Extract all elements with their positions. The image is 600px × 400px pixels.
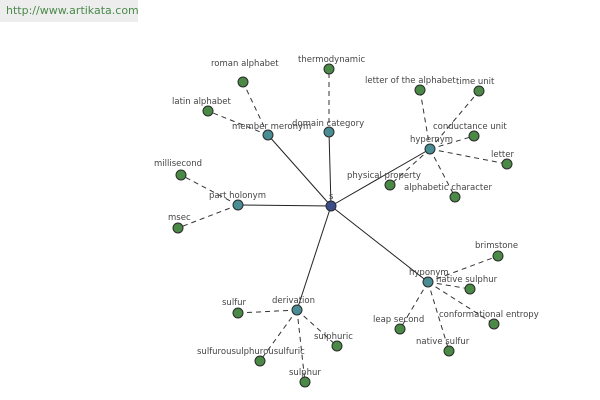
term-node-alphabetic-character[interactable] [449, 191, 461, 203]
edge-member-meronym [267, 134, 332, 207]
term-label-millisecond: millisecond [154, 159, 202, 169]
term-node-native-sulphur[interactable] [464, 283, 476, 295]
edge-hyponym [330, 205, 429, 283]
center-label: s [329, 192, 334, 202]
term-label-sulfur: sulfur [222, 298, 247, 308]
term-node-latin-alphabet[interactable] [202, 105, 214, 117]
center-node[interactable] [325, 200, 337, 212]
edge-msec [177, 204, 239, 229]
relation-label-derivation: derivation [272, 296, 315, 306]
relation-node-member-meronym[interactable] [262, 129, 274, 141]
term-label-letter: letter [491, 150, 514, 160]
edge-derivation [296, 205, 332, 311]
edge-letter [429, 148, 508, 165]
relation-node-derivation[interactable] [291, 304, 303, 316]
term-node-letter[interactable] [501, 158, 513, 170]
graph-nodes [172, 63, 513, 388]
term-node-thermodynamic[interactable] [323, 63, 335, 75]
edge-native-sulfur [427, 281, 450, 352]
edge-sulfurousulphurousulfuric [259, 309, 298, 362]
term-label-alphabetic-character: alphabetic character [404, 183, 492, 193]
edge-leap-second [399, 281, 429, 330]
term-label-brimstone: brimstone [475, 241, 518, 251]
term-label-sulphur: sulphur [289, 368, 321, 378]
term-node-sulphuric[interactable] [331, 340, 343, 352]
term-node-sulfur[interactable] [232, 307, 244, 319]
term-label-native-sulphur: native sulphur [436, 275, 498, 285]
relation-node-domain-category[interactable] [323, 126, 335, 138]
relation-label-member-meronym: member meronym [232, 122, 311, 132]
edge-sulfur [237, 309, 298, 314]
edge-sulphur [296, 309, 306, 383]
term-label-roman-alphabet: roman alphabet [211, 59, 279, 69]
term-node-native-sulfur[interactable] [443, 345, 455, 357]
term-label-native-sulfur: native sulfur [416, 337, 470, 347]
edge-roman-alphabet [242, 81, 269, 136]
term-label-thermodynamic: thermodynamic [298, 55, 365, 65]
edge-brimstone [427, 255, 499, 283]
site-url-link[interactable]: http://www.artikata.com [6, 4, 139, 17]
edge-alphabetic-character [429, 148, 456, 198]
relation-label-hypernym: hypernym [410, 135, 453, 145]
edge-hypernym [330, 148, 431, 207]
term-label-sulphuric: sulphuric [314, 332, 353, 342]
relation-label-hyponym: hyponym [409, 268, 449, 278]
relation-node-hypernym[interactable] [424, 143, 436, 155]
term-label-time-unit: time unit [456, 77, 495, 87]
graph-edges [177, 69, 508, 383]
term-label-physical-property: physical property [347, 171, 421, 181]
term-node-leap-second[interactable] [394, 323, 406, 335]
edge-time-unit [429, 90, 480, 150]
term-node-conductance-unit[interactable] [468, 130, 480, 142]
url-banner: http://www.artikata.com [0, 0, 139, 22]
edge-domain-category [328, 131, 332, 207]
edge-conductance-unit [429, 135, 475, 150]
term-node-physical-property[interactable] [384, 179, 396, 191]
relation-node-hyponym[interactable] [422, 276, 434, 288]
edge-conformational-entropy [427, 281, 495, 325]
term-node-brimstone[interactable] [492, 250, 504, 262]
term-label-latin-alphabet: latin alphabet [172, 97, 232, 107]
term-label-leap-second: leap second [373, 315, 424, 325]
term-label-sulfurousulphurousulfuric: sulfurousulphurousulfuric [197, 347, 305, 357]
term-node-sulphur[interactable] [299, 376, 311, 388]
term-node-millisecond[interactable] [175, 169, 187, 181]
edge-native-sulphur [427, 281, 471, 290]
edge-latin-alphabet [207, 110, 269, 136]
term-node-letter-of-the-alphabet[interactable] [414, 84, 426, 96]
term-node-sulfurousulphurousulfuric[interactable] [254, 355, 266, 367]
edge-millisecond [180, 174, 239, 206]
term-node-roman-alphabet[interactable] [237, 76, 249, 88]
relation-label-domain-category: domain category [292, 119, 364, 129]
term-label-conductance-unit: conductance unit [433, 122, 507, 132]
term-label-msec: msec [168, 213, 191, 223]
relation-label-part-holonym: part holonym [209, 191, 266, 201]
term-label-conformational-entropy: conformational entropy [439, 310, 539, 320]
term-node-msec[interactable] [172, 222, 184, 234]
term-node-time-unit[interactable] [473, 85, 485, 97]
term-node-conformational-entropy[interactable] [488, 318, 500, 330]
edge-part-holonym [237, 204, 332, 207]
term-label-letter-of-the-alphabet: letter of the alphabet [365, 76, 456, 86]
edge-letter-of-the-alphabet [419, 89, 431, 150]
relation-node-part-holonym[interactable] [232, 199, 244, 211]
